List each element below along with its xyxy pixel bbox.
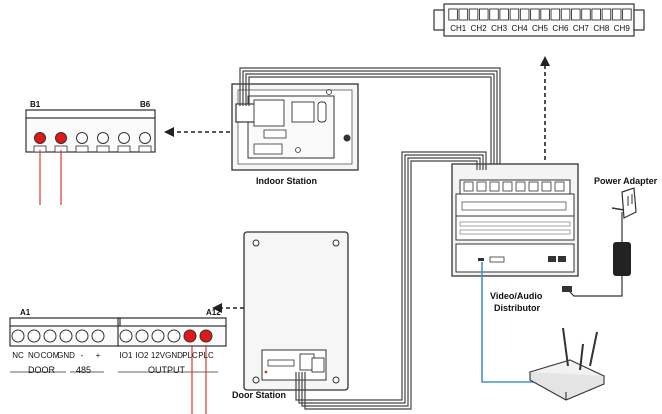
indoor-terminal xyxy=(25,109,156,153)
channel-label-7: CH7 xyxy=(573,24,590,33)
indoor-pin-slot xyxy=(96,145,110,153)
indoor-pin-connected xyxy=(55,132,67,144)
door-pin-label-5: - xyxy=(81,351,84,360)
distributor-label-line2: Distributor xyxy=(494,303,540,313)
video-audio-distributor xyxy=(451,163,579,277)
indoor-pin xyxy=(97,132,109,144)
indoor-station xyxy=(231,83,359,171)
door-pin xyxy=(75,329,89,343)
door-pin-label-7: IO1 xyxy=(120,351,133,360)
channel-label-4: CH4 xyxy=(512,24,529,33)
distributor-screw xyxy=(463,181,474,192)
indoor-cable xyxy=(239,67,501,170)
door-group-485: 485 xyxy=(76,365,92,375)
indoor-pin-slot xyxy=(117,145,131,153)
indoor-pin xyxy=(76,132,88,144)
channel-slot xyxy=(611,8,622,21)
channel-slot xyxy=(560,8,571,21)
channel-label-6: CH6 xyxy=(552,24,569,33)
distributor-screw xyxy=(541,181,552,192)
channel-label-1: CH1 xyxy=(450,24,467,33)
indoor-terminal-left-label: B1 xyxy=(30,100,41,109)
indoor-pin-slot xyxy=(138,145,152,153)
channel-slot xyxy=(479,8,489,21)
door-group-output: OUTPUT xyxy=(148,365,185,375)
door-station xyxy=(243,231,349,391)
door-pin xyxy=(43,329,57,343)
door-pin xyxy=(151,329,165,343)
door-terminal xyxy=(9,317,227,373)
door-pin xyxy=(11,329,25,343)
door-terminal-left-label: A1 xyxy=(20,308,31,317)
indoor-pin-slot xyxy=(75,145,89,153)
indoor-pin xyxy=(118,132,130,144)
power-adapter xyxy=(562,187,637,297)
door-pin xyxy=(91,329,105,343)
door-terminal-right-label: A12 xyxy=(206,308,221,317)
distributor-screw xyxy=(476,181,487,192)
channel-slot xyxy=(448,8,458,21)
distributor-screw xyxy=(528,181,539,192)
channel-label-2: CH2 xyxy=(471,24,488,33)
channel-label-8: CH8 xyxy=(593,24,610,33)
channel-slot xyxy=(601,8,612,21)
channel-slot xyxy=(458,8,469,21)
network-cable xyxy=(481,262,534,383)
door-pin-label-11: PLC xyxy=(182,351,198,360)
channel-slot xyxy=(530,8,540,21)
indoor-station-label: Indoor Station xyxy=(256,176,317,186)
distributor-screw xyxy=(489,181,500,192)
door-pin-label-9: 12V xyxy=(151,351,166,360)
door-pin-label-3: COM xyxy=(41,351,60,360)
channel-label-9: CH9 xyxy=(614,24,631,33)
distributor-screw xyxy=(502,181,513,192)
door-pin-label-4: GND xyxy=(57,351,75,360)
door-pin-connected xyxy=(199,329,213,343)
channel-slot xyxy=(509,8,520,21)
door-pin-label-12: PLC xyxy=(198,351,214,360)
door-pin xyxy=(59,329,73,343)
door-pin-label-8: IO2 xyxy=(136,351,149,360)
channel-slot xyxy=(540,8,550,21)
channel-label-3: CH3 xyxy=(491,24,508,33)
door-pin-label-1: NC xyxy=(12,351,24,360)
channel-slot xyxy=(571,8,581,21)
door-group-door: DOOR xyxy=(28,365,55,375)
router-icon xyxy=(528,327,606,401)
power-adapter-label: Power Adapter xyxy=(594,176,658,186)
channel-slot xyxy=(499,8,509,21)
door-pin-connected xyxy=(183,329,197,343)
channel-slot xyxy=(519,8,530,21)
channel-slot xyxy=(581,8,591,21)
distributor-screw xyxy=(515,181,526,192)
door-pin xyxy=(119,329,133,343)
channel-slot xyxy=(550,8,561,21)
channel-slot xyxy=(489,8,499,21)
door-pin-label-10: GND xyxy=(165,351,183,360)
door-station-label: Door Station xyxy=(232,390,286,400)
channel-label-5: CH5 xyxy=(532,24,549,33)
channel-slot xyxy=(591,8,601,21)
door-cable xyxy=(295,151,487,401)
door-pin-label-6: + xyxy=(96,351,101,360)
indoor-pin-connected xyxy=(34,132,46,144)
indoor-pin xyxy=(139,132,151,144)
channel-terminal xyxy=(433,3,645,37)
indoor-terminal-right-label: B6 xyxy=(140,100,151,109)
door-pin-label-2: NO xyxy=(28,351,40,360)
channel-slot xyxy=(622,8,632,21)
channel-slot xyxy=(468,8,479,21)
door-pin xyxy=(135,329,149,343)
distributor-screw xyxy=(554,181,565,192)
door-pin xyxy=(27,329,41,343)
distributor-label-line1: Video/Audio xyxy=(490,291,543,301)
door-pin xyxy=(167,329,181,343)
